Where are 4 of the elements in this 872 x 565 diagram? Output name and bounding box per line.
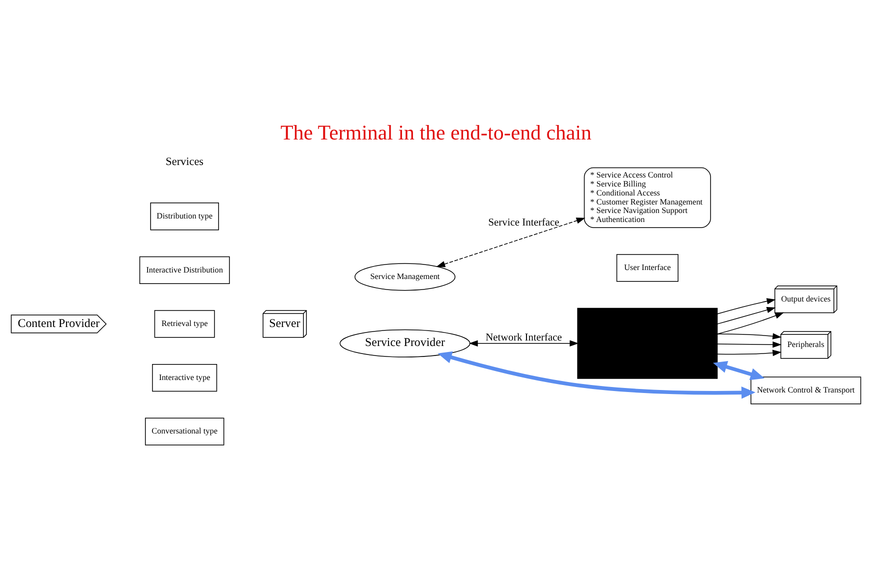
label: Services [166, 156, 204, 168]
edge-label: Service Interface [488, 217, 560, 228]
diagram-title: The Terminal in the end-to-end chain [280, 120, 592, 145]
edge-label: Network Interface [486, 332, 562, 344]
